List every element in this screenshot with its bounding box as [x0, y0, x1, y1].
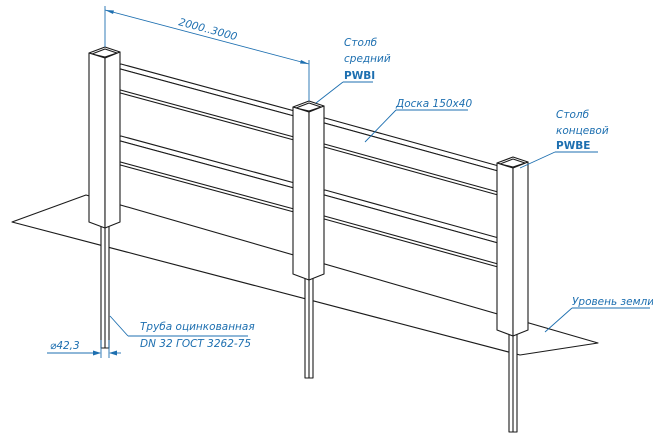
pipe-leader [109, 315, 129, 337]
post-end-leader [519, 151, 556, 169]
board-upper-left [112, 63, 303, 141]
dimension-line [104, 6, 310, 101]
post-middle-line1: Столб [344, 37, 378, 49]
board-upper-right [316, 117, 507, 196]
pipe-middle [304, 273, 314, 379]
post-end-code: PWBE [556, 140, 590, 152]
post-middle [292, 100, 325, 281]
pipe-right [508, 329, 518, 433]
post-right [496, 156, 529, 337]
pipe-diameter-dimension [47, 340, 121, 358]
board-lower-left [112, 135, 303, 213]
board-leader [364, 109, 397, 143]
post-middle-line2: средний [344, 53, 391, 65]
post-end-line1: Столб [556, 109, 590, 121]
pipe-diameter-label: ⌀42,3 [50, 340, 80, 352]
pipe-left [100, 221, 110, 349]
post-middle-leader [315, 81, 344, 104]
ground-label: Уровень земли [572, 296, 653, 308]
board-lower-right [316, 189, 507, 268]
post-end-line2: концевой [556, 125, 609, 137]
dimension-span-label: 2000..3000 [177, 16, 238, 43]
pipe-spec-line2: DN 32 ГОСТ 3262-75 [140, 338, 251, 350]
board-label: Доска 150х40 [395, 98, 472, 110]
ground-leader [544, 307, 573, 333]
post-left [88, 46, 121, 229]
pipe-spec-line1: Труба оцинкованная [140, 321, 255, 333]
post-middle-code: PWBI [344, 70, 375, 82]
